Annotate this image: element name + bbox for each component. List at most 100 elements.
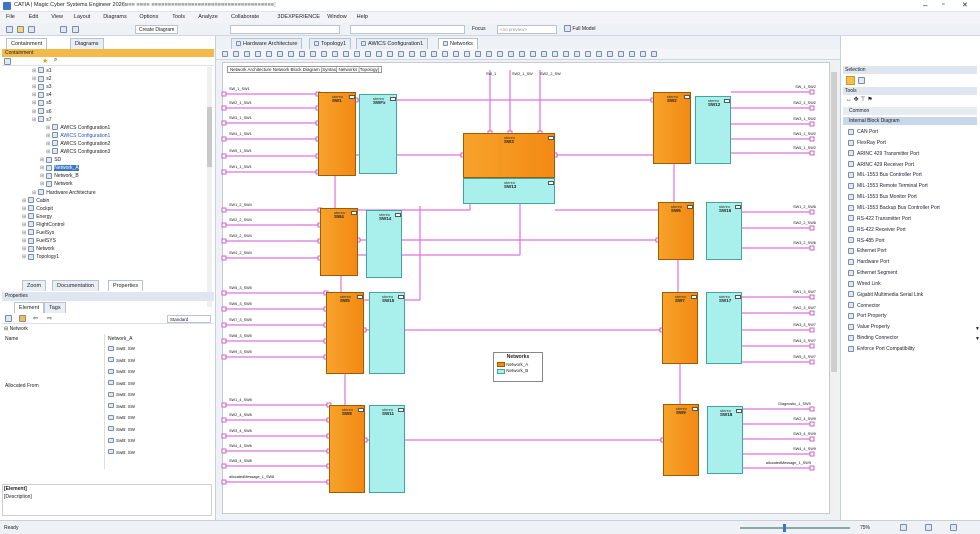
diagram-tool-icon[interactable] xyxy=(563,51,569,57)
allocated-item[interactable]: SwB: SW xyxy=(108,345,208,353)
diagram-tool-icon[interactable] xyxy=(321,51,327,57)
pointer-tool-icon[interactable] xyxy=(846,76,855,85)
tree-item[interactable]: ⊞s4 xyxy=(2,91,206,99)
tree-expand-icon[interactable]: ⊞ xyxy=(32,189,37,196)
tree-expand-icon[interactable]: ⊞ xyxy=(22,197,27,204)
diagram-tool-icon[interactable] xyxy=(453,51,459,57)
diagram-tool-icon[interactable] xyxy=(376,51,382,57)
tree-expand-icon[interactable]: ⊞ xyxy=(46,124,51,131)
port[interactable] xyxy=(809,105,815,111)
tree-expand-icon[interactable]: ⊞ xyxy=(22,213,27,220)
diagram-tool-icon[interactable] xyxy=(409,51,415,57)
tree-item[interactable]: ⊞AWICS Configuration2 xyxy=(2,140,206,148)
marquee-tool-icon[interactable] xyxy=(858,77,865,84)
diagram-tool-icon[interactable] xyxy=(222,51,228,57)
port[interactable] xyxy=(221,169,227,175)
tree-expand-icon[interactable]: ⊞ xyxy=(46,140,51,147)
tools-icons[interactable]: ↔ ✥ ⊤ ⚑ xyxy=(846,97,873,103)
diagram-tab-2[interactable]: AWICS Configuration1 xyxy=(356,38,429,49)
collapse-icon[interactable] xyxy=(4,58,11,65)
port[interactable] xyxy=(221,417,227,423)
palette-item[interactable]: MIL-1553 Remote Terminal Port xyxy=(848,181,928,191)
menu-item-1[interactable]: Edit xyxy=(28,14,39,20)
diagram-tool-icon[interactable] xyxy=(475,51,481,57)
tree-expand-icon[interactable]: ⊞ xyxy=(40,181,45,188)
tree-item[interactable]: ⊞Topology1 xyxy=(2,253,206,261)
properties-mode-select[interactable]: Standard xyxy=(167,315,211,323)
tree-expand-icon[interactable]: ⊞ xyxy=(32,84,37,91)
port[interactable] xyxy=(809,451,815,457)
tree-item[interactable]: ⊞FuelSys xyxy=(2,229,206,237)
menu-item-9[interactable]: 3DEXPERIENCE xyxy=(277,14,320,20)
diagram-tool-icon[interactable] xyxy=(398,51,404,57)
palette-collapse-icon-2[interactable]: ▼ xyxy=(975,326,980,332)
sort-icon[interactable] xyxy=(5,315,12,322)
tree-item[interactable]: ⊞Energy xyxy=(2,213,206,221)
zoom-thumb[interactable] xyxy=(783,524,786,532)
port[interactable] xyxy=(221,448,227,454)
port[interactable] xyxy=(221,402,227,408)
tree-item[interactable]: ⊞s1 xyxy=(2,67,206,75)
palette-item[interactable]: CAN Port xyxy=(848,127,878,137)
save-icon[interactable] xyxy=(28,26,35,33)
tab-zoom[interactable]: Zoom xyxy=(22,280,47,291)
port[interactable] xyxy=(221,322,227,328)
tree-scrollbar[interactable] xyxy=(207,67,212,307)
port[interactable] xyxy=(221,290,227,296)
palette-item[interactable]: Ethernet Port xyxy=(848,246,886,256)
diagram-tool-icon[interactable] xyxy=(420,51,426,57)
diagram-tab-3[interactable]: Networks xyxy=(438,38,478,49)
diagram-tool-icon[interactable] xyxy=(596,51,602,57)
tree-expand-icon[interactable]: ⊞ xyxy=(22,238,27,245)
menu-item-0[interactable]: File xyxy=(6,14,15,20)
port[interactable] xyxy=(221,222,227,228)
port[interactable] xyxy=(809,310,815,316)
palette-item[interactable]: FlexRay Port xyxy=(848,138,886,148)
full-model-button[interactable]: Full Model xyxy=(564,25,595,34)
port[interactable] xyxy=(809,121,815,127)
palette-item[interactable]: Binding Connector xyxy=(848,333,898,343)
tree-item[interactable]: ⊞Hardware Architecture xyxy=(2,188,206,197)
diagram-tool-icon[interactable] xyxy=(497,51,503,57)
palette-item[interactable]: MIL-1553 Backup Bus Controller Port xyxy=(848,203,940,213)
tree-item[interactable]: ⊞AWICS Configuration1 xyxy=(2,124,206,132)
tree-item[interactable]: ⊞Network xyxy=(2,245,206,253)
port[interactable] xyxy=(221,91,227,97)
tree-expand-icon[interactable]: ⊞ xyxy=(46,132,51,139)
tree-item[interactable]: ⊞SD xyxy=(2,156,206,164)
tree-item[interactable]: ⊞FuelSYS xyxy=(2,237,206,245)
tree-expand-icon[interactable]: ⊞ xyxy=(22,254,27,261)
allocated-item[interactable]: SwB: SW xyxy=(108,449,208,457)
palette-item[interactable]: Enforce Port Compatibility xyxy=(848,344,915,354)
notifications-icon[interactable] xyxy=(925,524,932,531)
search-icon[interactable]: ⌕ xyxy=(54,57,58,63)
port[interactable] xyxy=(809,343,815,349)
tree-expand-icon[interactable]: ⊞ xyxy=(32,108,37,115)
port[interactable] xyxy=(221,153,227,159)
filter-icon[interactable] xyxy=(19,315,26,322)
tab-documentation[interactable]: Documentation xyxy=(52,280,99,291)
create-diagram-button[interactable]: Create Diagram xyxy=(135,25,179,34)
diagram-tool-icon[interactable] xyxy=(365,51,371,57)
port[interactable] xyxy=(809,327,815,333)
tree-expand-icon[interactable]: ⊞ xyxy=(32,100,37,107)
port[interactable] xyxy=(809,89,815,95)
palette-item[interactable]: Value Property xyxy=(848,322,890,332)
tree-item[interactable]: ⊞s2 xyxy=(2,75,206,83)
port[interactable] xyxy=(221,463,227,469)
menu-item-8[interactable]: Collaborate xyxy=(231,14,260,20)
port[interactable] xyxy=(809,136,815,142)
diagram-tool-icon[interactable] xyxy=(354,51,360,57)
palette-item[interactable]: Connector xyxy=(848,301,880,311)
tab-diagrams[interactable]: Diagrams xyxy=(70,38,104,49)
port[interactable] xyxy=(221,120,227,126)
